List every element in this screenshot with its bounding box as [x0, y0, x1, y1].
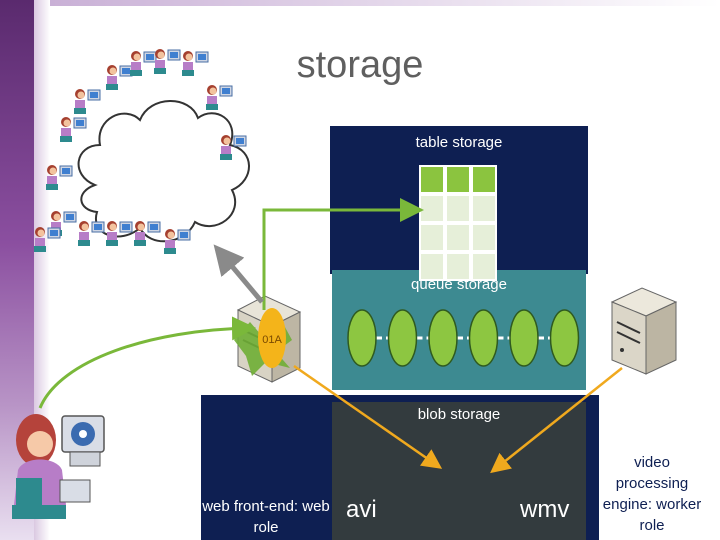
queue-message [428, 309, 458, 367]
top-decorative-strip [50, 0, 720, 6]
user-icon [154, 49, 181, 74]
table-cell [419, 165, 445, 194]
badge-label: 01A [262, 334, 282, 346]
cloud-icon [77, 100, 250, 243]
users-group [34, 49, 247, 254]
user-icon [134, 221, 161, 246]
user-icon [106, 221, 133, 246]
user-icon [220, 135, 247, 160]
arrow-web-to-blob [293, 364, 443, 469]
table-cell [471, 252, 497, 281]
user-at-computer-icon [12, 414, 105, 519]
blob-storage-panel [332, 402, 586, 540]
table-storage-label: table storage [415, 134, 503, 151]
arrow-worker-to-blob [490, 367, 623, 474]
worker-server-icon [610, 287, 678, 375]
blob-storage-label: blob storage [417, 406, 501, 423]
table-cell [419, 194, 445, 223]
table-cell [471, 223, 497, 252]
table-cell [471, 165, 497, 194]
user-icon [106, 65, 133, 90]
queue-message [549, 309, 580, 367]
user-icon [164, 229, 191, 254]
table-cell [419, 223, 445, 252]
queue-message [387, 309, 418, 367]
user-icon [130, 51, 157, 76]
user-icon [60, 117, 87, 142]
user-icon [74, 89, 101, 114]
arrow-web-to-table [262, 198, 424, 310]
table-grid-icon [419, 165, 497, 281]
web-role-label: web front-end: web role [202, 498, 330, 536]
queue-items [347, 309, 580, 367]
wmv-label: wmv [520, 496, 570, 523]
queue-message [509, 309, 539, 367]
avi-label: avi [346, 496, 377, 523]
table-cell [445, 223, 471, 252]
arrow-user-to-web [38, 316, 256, 409]
left-decorative-shade [34, 0, 50, 540]
user-icon [34, 227, 61, 252]
user-icon [78, 221, 105, 246]
message-badge: 01A [258, 308, 286, 368]
queue-message [347, 309, 377, 367]
table-cell [445, 252, 471, 281]
table-cell [445, 194, 471, 223]
user-icon [206, 85, 233, 110]
user-icon [182, 51, 209, 76]
table-cell [445, 165, 471, 194]
user-icon [46, 165, 73, 190]
arrow-web-to-cloud [213, 244, 264, 304]
slide-title: storage [296, 44, 424, 86]
worker-role-label: video processing engine: worker role [602, 454, 702, 534]
table-cell [471, 194, 497, 223]
queue-message [468, 309, 499, 367]
table-cell [419, 252, 445, 281]
